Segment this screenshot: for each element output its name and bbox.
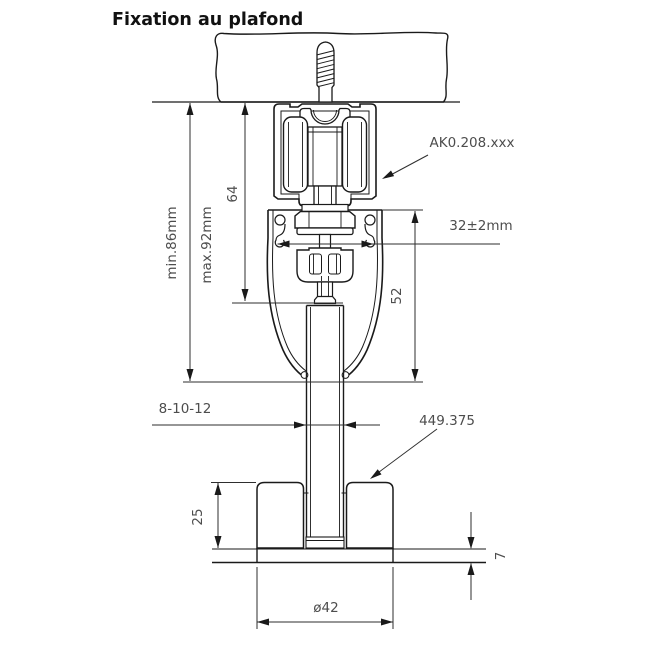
floor-guide-left-block — [256, 481, 305, 549]
hex-nut — [294, 210, 356, 229]
glass-panel — [305, 304, 345, 543]
dim-7-label: 7 — [493, 552, 509, 561]
washer-plate — [296, 227, 354, 236]
dim-64-label: 64 — [225, 185, 241, 202]
floor-guide-right-block — [345, 481, 394, 549]
dim-glass-thickness-label: 8-10-12 — [159, 401, 212, 417]
mounting-screw — [316, 41, 335, 103]
ceiling-section — [152, 31, 460, 103]
right-c-clip — [364, 214, 376, 248]
glass-bottom-cup — [305, 536, 345, 549]
drawing-title: Fixation au plafond — [112, 10, 303, 30]
dim-overall-max-label: max.92mm — [199, 206, 215, 283]
suspension-bolt-assembly — [294, 203, 356, 305]
right-roller-wheel — [341, 116, 368, 193]
roller-trolley — [282, 107, 368, 207]
left-roller-wheel — [282, 116, 309, 193]
dim-32-label: 32±2mm — [449, 218, 512, 234]
floor-guide — [212, 481, 486, 564]
part-number-floor-guide-label: 449.375 — [419, 413, 475, 429]
part-number-track-label: AK0.208.xxx — [430, 135, 515, 151]
dim-25-label: 25 — [190, 508, 206, 525]
dim-52-label: 52 — [389, 287, 405, 304]
dim-overall-min-label: min.86mm — [164, 206, 180, 279]
trolley-shaft — [313, 185, 337, 207]
glass-clamp-body — [296, 247, 354, 283]
left-c-clip — [274, 214, 286, 248]
dim-diameter-label: ø42 — [313, 600, 338, 616]
dimensions — [152, 103, 500, 629]
